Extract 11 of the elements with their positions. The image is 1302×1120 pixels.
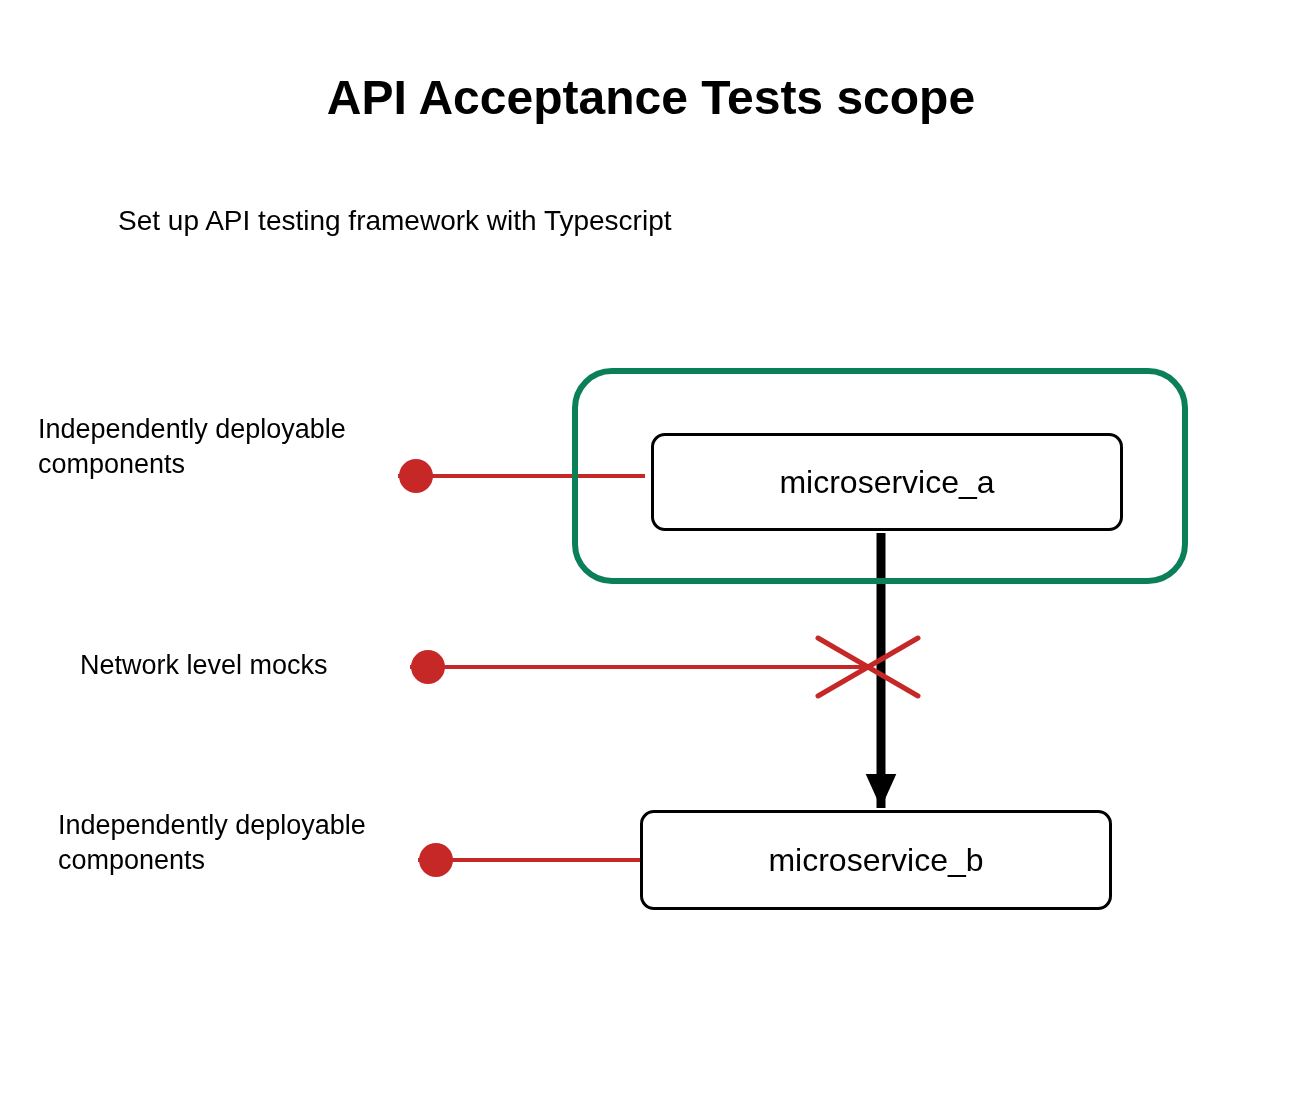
leader-line (398, 459, 645, 493)
annotation-text: Network level mocks (80, 648, 410, 686)
annotation-text: Independently deployable components (58, 808, 418, 882)
arrow (865, 533, 897, 808)
service-box: microservice_a (651, 433, 1123, 531)
container-box (572, 368, 1188, 584)
diagram-title: API Acceptance Tests scope (325, 70, 977, 126)
subtitle-text: Set up API testing framework with Typescript (118, 204, 672, 238)
service-box: microservice_b (640, 810, 1112, 910)
leader-line (418, 843, 640, 877)
annotation-text: Independently deployable components (38, 412, 398, 486)
